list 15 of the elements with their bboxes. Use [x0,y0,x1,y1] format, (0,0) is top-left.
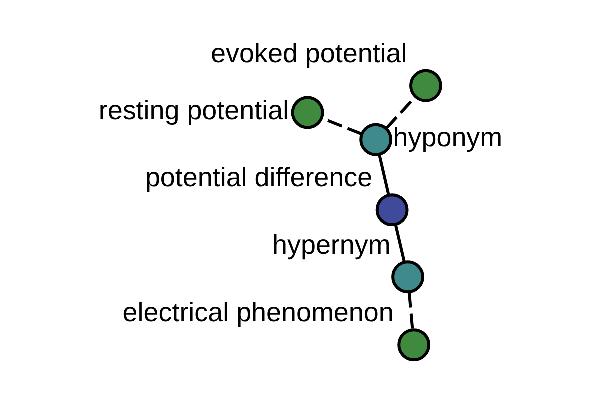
node-label: hypernym [272,229,391,260]
node-circle [360,122,393,156]
connector [408,292,414,330]
node-circle [376,193,409,226]
connector [394,224,406,262]
node-label: resting potential [98,94,290,125]
node-label: evoked potential [211,38,408,68]
node-circle [398,328,431,362]
node-label: electrical phenomenon [122,297,394,328]
node-circle [291,96,324,129]
node-label: hyponym [393,122,503,152]
node-label: potential difference [145,162,373,192]
node-circle [410,68,442,102]
connector [378,154,390,195]
node-circle [392,260,424,294]
